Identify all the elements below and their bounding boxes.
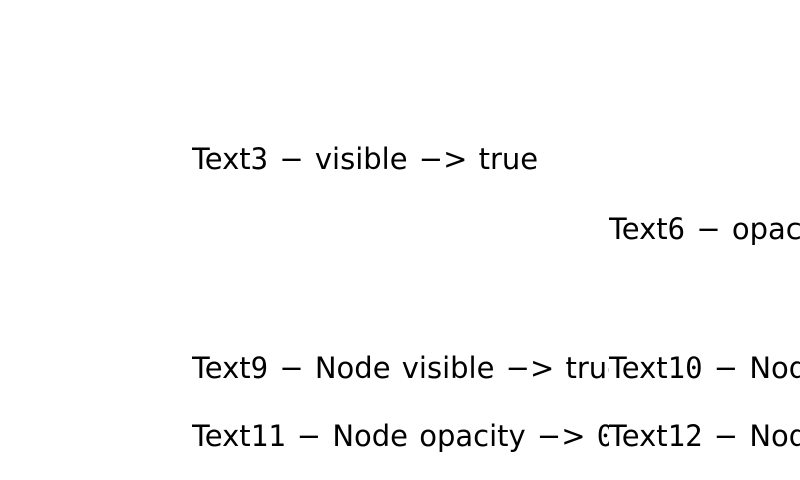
text3-label: Text3 − visible −> true [192,142,539,176]
text10-label: Text10 − Nod [609,351,800,385]
text9-label: Text9 − Node visible −> true [192,351,609,385]
text12-label: Text12 − Nod [609,419,800,453]
text11-label: Text11 − Node opacity −> 0 [192,419,609,453]
text6-label: Text6 − opac [609,212,800,246]
